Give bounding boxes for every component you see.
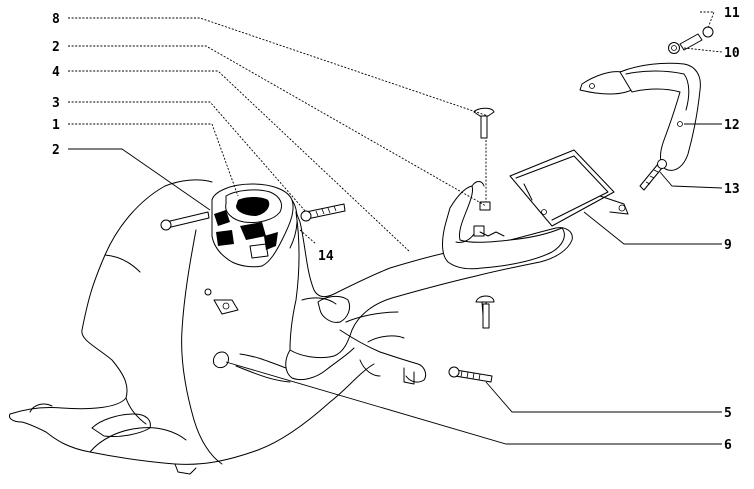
central-tunnel-frame [235, 211, 573, 385]
callout-2-top: 2 [52, 40, 60, 55]
callout-2-lower: 2 [52, 143, 60, 158]
callout-4: 4 [52, 65, 60, 80]
callout-3: 3 [52, 96, 60, 111]
callout-6: 6 [724, 438, 732, 453]
part-9-plate [509, 149, 629, 227]
callout-13: 13 [724, 182, 740, 197]
callout-12: 12 [724, 118, 740, 133]
callout-11: 11 [724, 6, 740, 21]
rear-bracket [442, 181, 565, 270]
part-12-grab-handle [579, 62, 701, 171]
callout-numbers: 8 2 4 3 1 2 14 11 10 12 13 9 5 6 [52, 6, 740, 453]
steering-shroud-assembly [211, 183, 298, 268]
callout-14: 14 [318, 249, 334, 264]
callout-1: 1 [52, 118, 60, 133]
fasteners [160, 26, 714, 383]
callout-8: 8 [52, 12, 60, 27]
callout-9: 9 [724, 238, 732, 253]
leg-shield-panel [9, 179, 375, 475]
callout-5: 5 [724, 406, 732, 421]
leader-lines [68, 11, 723, 445]
callout-10: 10 [724, 46, 740, 61]
